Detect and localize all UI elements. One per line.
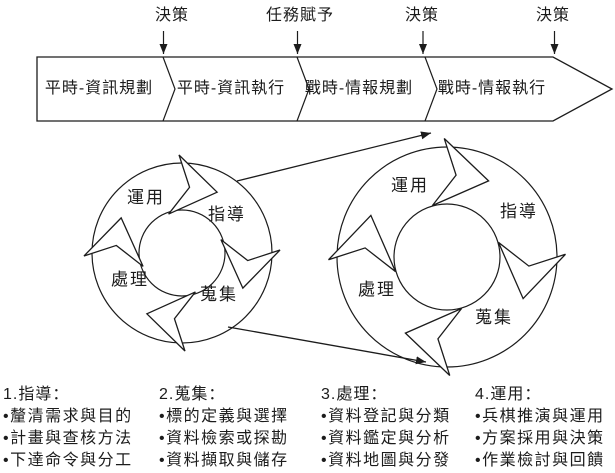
- large-cycle-label-apply: 運用: [391, 176, 429, 195]
- legend-item: •釐清需求與目的: [3, 408, 133, 425]
- small-cycle-label-direct: 指導: [208, 205, 246, 224]
- large-cycle-arrowhead-bottom: [404, 307, 463, 376]
- legend-item: •資料地圖與分發: [321, 452, 451, 469]
- bar-segment-wartime-intel-execution: 戰時-情報執行: [437, 80, 547, 97]
- large-cycle-label-collect: 蒐集: [475, 308, 513, 327]
- cycle-link-arrow-bottom: [227, 326, 427, 365]
- small-cycle: [83, 154, 281, 352]
- legend-item: •方案採用與決策: [475, 430, 605, 447]
- small-cycle-arrowhead-top: [168, 154, 219, 215]
- bar-segment-wartime-intel-planning: 戰時-情報規劃: [304, 80, 414, 97]
- small-cycle-label-process: 處理: [111, 270, 149, 289]
- small-cycle-arrowhead-left: [83, 216, 144, 267]
- annotation-label-decision-3: 決策: [535, 7, 571, 24]
- large-cycle-inner-ring: [393, 203, 501, 311]
- legend-column-process: 3.處理： •資料登記與分類 •資料鑑定與分析 •資料地圖與分發: [321, 384, 451, 472]
- bar-segment-peacetime-info-execution: 平時-資訊執行: [176, 80, 286, 97]
- small-cycle-label-apply: 運用: [127, 188, 165, 207]
- legend-column-direct: 1.指導： •釐清需求與目的 •計畫與查核方法 •下達命令與分工: [3, 384, 133, 472]
- annotation-label-decision-1: 決策: [154, 7, 190, 24]
- large-cycle-label-direct: 指導: [500, 202, 538, 221]
- small-cycle-inner-ring: [138, 209, 226, 297]
- small-cycle-arrowhead-bottom: [145, 291, 196, 352]
- small-cycle-label-collect: 蒐集: [200, 285, 238, 304]
- legend-item: •資料檢索或探勘: [159, 430, 289, 447]
- large-cycle-outer-ring: [336, 146, 558, 368]
- large-cycle-arrowhead-right: [497, 241, 566, 300]
- legend-item: •資料擷取與儲存: [159, 452, 289, 469]
- large-cycle-label-process: 處理: [358, 280, 396, 299]
- small-cycle-outer-ring: [91, 162, 273, 344]
- process-bar-divider-1: [162, 56, 176, 122]
- cycle-link-arrow-top: [236, 131, 432, 182]
- large-cycle-arrowhead-left: [328, 214, 397, 273]
- large-cycle-arrowhead-top: [431, 138, 490, 207]
- legend-heading: 2.蒐集：: [159, 386, 226, 403]
- process-bar-divider-3: [424, 56, 438, 122]
- process-bar-shape: [36, 56, 614, 122]
- small-cycle-arrowhead-right: [220, 239, 281, 290]
- legend-item: •標的定義與選擇: [159, 408, 289, 425]
- legend-column-collect: 2.蒐集： •標的定義與選擇 •資料檢索或探勘 •資料擷取與儲存: [159, 384, 289, 472]
- annotation-label-decision-2: 決策: [404, 7, 440, 24]
- legend-item: •資料鑑定與分析: [321, 430, 451, 447]
- legend-item: •下達命令與分工: [3, 452, 133, 469]
- legend-item: •作業檢討與回饋: [475, 452, 605, 469]
- bar-segment-peacetime-info-planning: 平時-資訊規劃: [44, 80, 154, 97]
- legend-heading: 1.指導：: [3, 386, 70, 403]
- annotation-label-task-assignment: 任務賦予: [265, 7, 335, 24]
- legend-item: •兵棋推演與運用: [475, 408, 605, 425]
- legend-column-apply: 4.運用： •兵棋推演與運用 •方案採用與決策 •作業檢討與回饋: [475, 384, 605, 472]
- legend-heading: 4.運用：: [475, 386, 542, 403]
- legend-item: •資料登記與分類: [321, 408, 451, 425]
- legend-item: •計畫與查核方法: [3, 430, 133, 447]
- large-cycle: [328, 138, 566, 376]
- legend-heading: 3.處理：: [321, 386, 388, 403]
- process-bar-divider-2: [296, 56, 310, 122]
